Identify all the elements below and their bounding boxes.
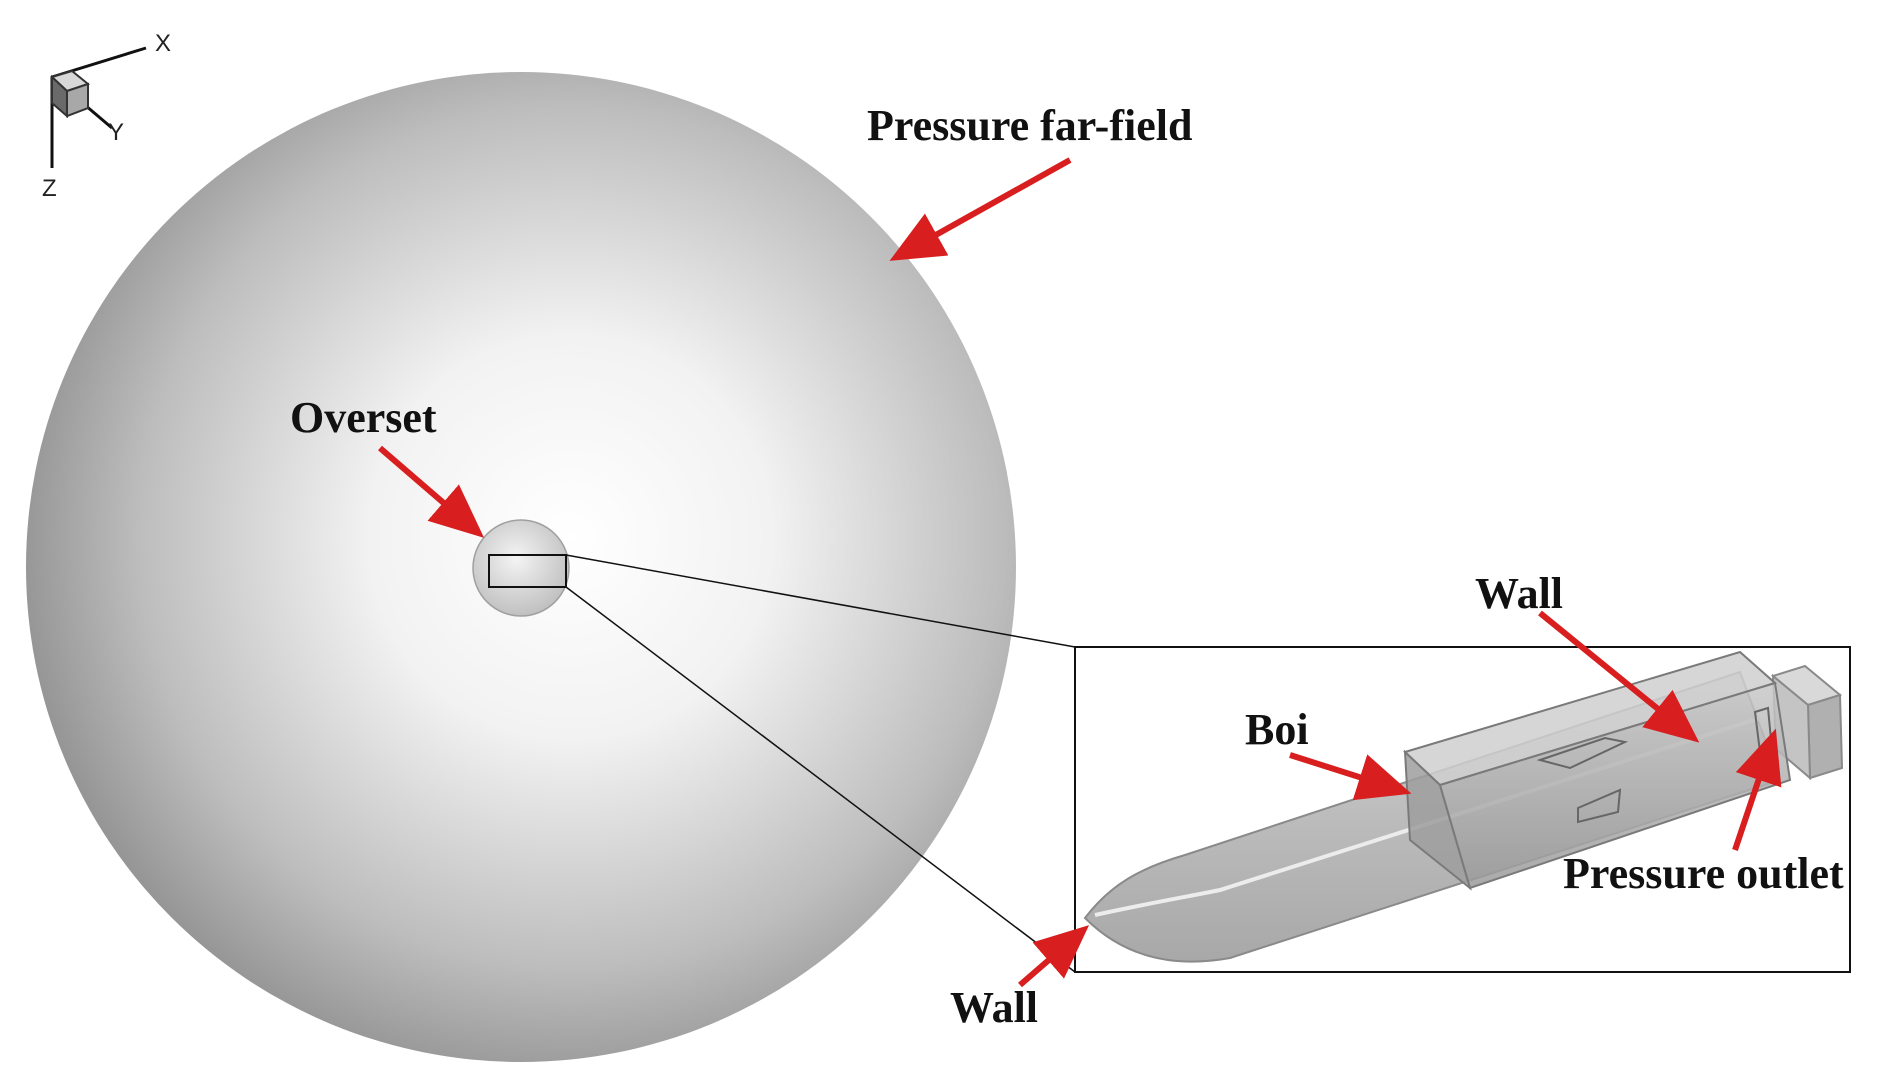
zoom-line-bottom [565,586,1076,973]
overset-label: Overset [290,393,437,442]
zoom-source-box [488,554,567,588]
wall-bottom-arrow [1018,925,1090,988]
zoom-line-top [565,554,1076,648]
overset-sphere [472,519,570,617]
fin-outline-lower [1577,788,1622,824]
axes-triad: X Y Z [42,30,171,202]
pressure-outlet-label: Pressure outlet [1563,849,1844,898]
outlet-tail-side [1806,693,1844,780]
pressure-outlet-arrow [1732,728,1782,851]
y-axis-label: Y [108,119,124,146]
orientation-cube-icon [50,69,91,119]
z-axis-label: Z [42,175,57,202]
missile-midline [1094,716,1761,917]
wall-top-label: Wall [1475,569,1563,618]
x-axis-label: X [155,30,171,57]
missile-geometry [1083,650,1844,963]
boi-arrow [1289,752,1412,801]
fin-outline-upper [1536,736,1629,770]
overset-arrow [378,445,485,538]
wall-top-arrow [1538,610,1700,743]
far-field-label: Pressure far-field [867,101,1192,150]
wall-bottom-label: Wall [950,983,1038,1032]
annotation-arrows [378,157,1782,988]
boi-label: Boi [1245,705,1309,754]
far-field-arrow [889,157,1072,261]
